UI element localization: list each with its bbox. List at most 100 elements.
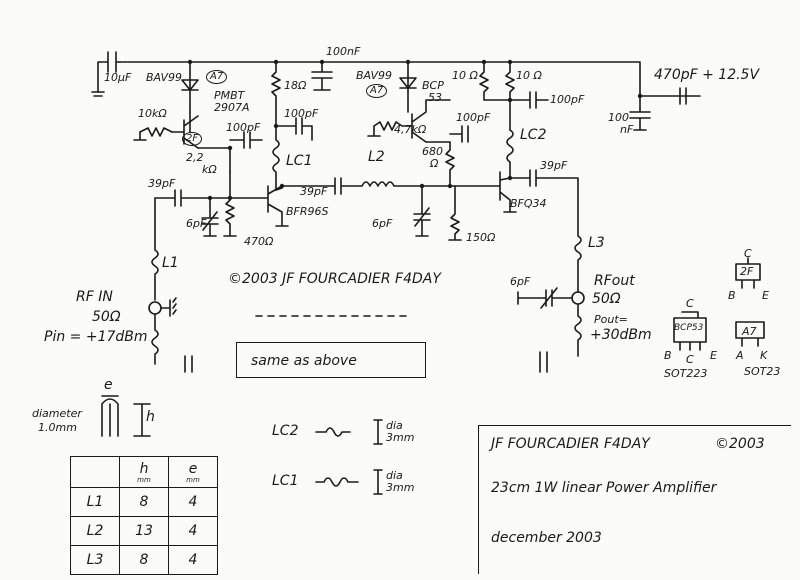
label-l1: L1 <box>162 255 179 271</box>
header-h: h <box>139 460 149 477</box>
dia-marks <box>373 419 383 495</box>
ground-10k <box>133 131 147 141</box>
label-d1-mark: A7 <box>206 70 228 84</box>
title-author: JF FOURCADIER F4DAY <box>491 436 650 452</box>
table-cell: L1 <box>70 487 120 517</box>
diode-bav99-1 <box>181 61 199 113</box>
table-cell: L2 <box>70 516 120 546</box>
label-pkg3-a: A <box>736 349 744 362</box>
resistor-470 <box>223 171 237 237</box>
label-pkg2-c: C <box>686 297 694 310</box>
table-cell: L3 <box>70 545 120 575</box>
label-pkg2-mark: BCP53 <box>674 323 704 333</box>
label-bfq34: BFQ34 <box>510 197 547 210</box>
cap-100pf-3 <box>425 125 469 143</box>
label-lc2: LC2 <box>520 127 547 143</box>
label-lc2-dia2: 3mm <box>386 431 415 444</box>
label-10r-a: 10 Ω <box>452 69 478 82</box>
label-pkg2-b: B <box>664 349 672 362</box>
label-150: 150Ω <box>466 231 496 244</box>
title-copyright: ©2003 <box>715 436 765 452</box>
label-coil-e: e <box>104 377 113 393</box>
coil-dims <box>101 395 151 437</box>
transistor-bcp53 <box>411 99 451 143</box>
transistor-pmbt <box>171 111 199 149</box>
table-cell: 8 <box>119 487 169 517</box>
label-pkg3-name: SOT23 <box>744 365 781 378</box>
rf-out-connector <box>571 291 585 305</box>
label-100nf: 100nF <box>326 45 361 58</box>
label-q2-part2: 53 <box>428 91 442 104</box>
label-2k2-unit: kΩ <box>202 163 217 176</box>
trimmer-6pf-2 <box>413 185 431 237</box>
cap-39pf-in <box>154 189 269 207</box>
label-6pf-out: 6pF <box>510 275 531 288</box>
cap-100nf <box>311 61 333 91</box>
coil-l1 <box>151 197 159 301</box>
lc1-branch <box>271 61 281 191</box>
table-cell: 4 <box>168 487 218 517</box>
label-q1-part: PMBT <box>214 89 245 102</box>
lc1-shape <box>315 477 359 487</box>
label-q1-mark: 2F <box>182 132 203 146</box>
label-d1-part: BAV99 <box>146 71 183 84</box>
label-lc1-note: LC1 <box>272 473 299 489</box>
label-pkg2-cc: C <box>686 353 694 366</box>
rf-in-ground <box>160 297 177 317</box>
label-100nf-out: 100 <box>608 111 629 124</box>
label-coil-dia: diameter <box>32 407 82 420</box>
resistor-10k <box>139 127 173 137</box>
label-q2-part: BCP <box>422 79 444 92</box>
label-100pf-4: 100pF <box>550 93 585 106</box>
label-pkg1-mark: 2F <box>740 265 754 278</box>
title-date: december 2003 <box>491 530 602 546</box>
label-6pf-1: 6pF <box>186 217 207 230</box>
table-cell: 8 <box>119 545 169 575</box>
coil-lc2 <box>506 129 514 179</box>
trimmer-6pf-1 <box>201 199 219 237</box>
label-coil-h: h <box>146 409 155 425</box>
pkg-sot23-a7 <box>735 321 765 347</box>
label-39pf-mid: 39pF <box>300 185 328 198</box>
label-rf-out: RFout <box>594 273 635 289</box>
title-block: JF FOURCADIER F4DAY ©2003 23cm 1W linear… <box>478 425 791 574</box>
label-lc2-dia: dia <box>386 419 403 432</box>
label-10k: 10kΩ <box>138 107 167 120</box>
label-4k7: 4,7kΩ <box>394 123 427 136</box>
title-description: 23cm 1W linear Power Amplifier <box>491 480 717 496</box>
label-coil-dia2: 1.0mm <box>38 421 77 434</box>
label-lc1: LC1 <box>286 153 313 169</box>
label-pout: Pout= <box>594 313 628 326</box>
label-39pf-in: 39pF <box>148 177 176 190</box>
label-100pf-1: 100pF <box>226 121 261 134</box>
label-lc1-dia: dia <box>386 469 403 482</box>
coil-l3-lower <box>574 303 582 357</box>
cap-39pf-mid-l2 <box>281 177 501 195</box>
table-cell: 4 <box>168 516 218 546</box>
label-10r-b: 10 Ω <box>516 69 542 82</box>
label-pkg1-e: E <box>762 289 769 302</box>
label-rf-in-imp: 50Ω <box>92 309 121 325</box>
label-680-unit: Ω <box>430 157 439 170</box>
label-lc2-note: LC2 <box>272 423 299 439</box>
label-100pf-3: 100pF <box>456 111 491 124</box>
resistor-680 <box>445 141 455 187</box>
label-lc1-dia2: 3mm <box>386 481 415 494</box>
cap-100pf-2 <box>275 117 313 141</box>
trimmer-6pf-out <box>517 287 573 309</box>
header-e: e <box>188 460 198 477</box>
resistor-10r-b <box>505 61 515 131</box>
coil-l1-lower <box>151 313 159 365</box>
cap-10uf <box>97 51 121 93</box>
resistor-4k7 <box>367 121 413 137</box>
label-470: 470Ω <box>244 235 274 248</box>
label-copyright: ©2003 JF FOURCADIER F4DAY <box>228 271 441 287</box>
label-rf-in: RF IN <box>76 289 113 305</box>
cap-100pf-4 <box>509 91 549 109</box>
label-2k2: 2,2 <box>186 151 204 164</box>
diode-bav99-2 <box>399 61 417 113</box>
label-rf-out-imp: 50Ω <box>592 291 621 307</box>
